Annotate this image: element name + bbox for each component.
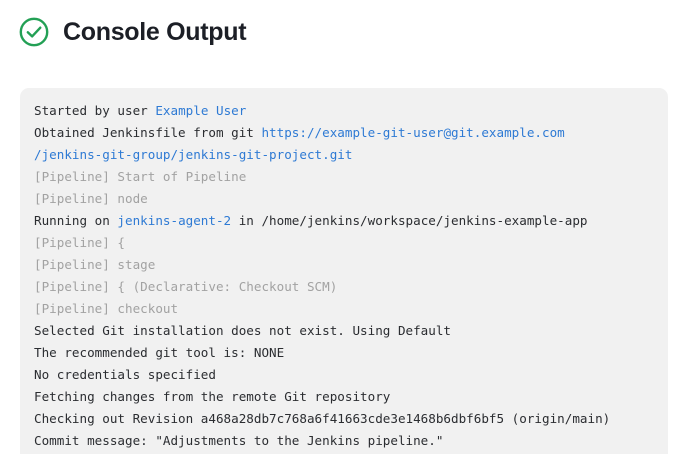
console-link[interactable]: jenkins-agent-2 bbox=[117, 213, 232, 228]
console-text: [Pipeline] stage bbox=[34, 257, 156, 272]
line-pipeline-start: [Pipeline] Start of Pipeline bbox=[34, 166, 654, 188]
line-running-on: Running on jenkins-agent-2 in /home/jenk… bbox=[34, 210, 654, 232]
page-header: Console Output bbox=[0, 0, 686, 48]
console-text: The recommended git tool is: NONE bbox=[34, 345, 285, 360]
console-text: [Pipeline] node bbox=[34, 191, 148, 206]
console-text: Running on bbox=[34, 213, 118, 228]
console-text: No credentials specified bbox=[34, 367, 216, 382]
console-link[interactable]: https://example-git-user@git.example.com bbox=[261, 125, 565, 140]
line-pipeline-stage: [Pipeline] stage bbox=[34, 254, 654, 276]
console-link[interactable]: /jenkins-git-group/jenkins-git-project.g… bbox=[34, 147, 353, 162]
console-text: Obtained Jenkinsfile from git bbox=[34, 125, 262, 140]
console-text: [Pipeline] { bbox=[34, 235, 125, 250]
line-selected-git-installation: Selected Git installation does not exist… bbox=[34, 320, 654, 342]
console-text: [Pipeline] Start of Pipeline bbox=[34, 169, 247, 184]
line-pipeline-declarative-checkout: [Pipeline] { (Declarative: Checkout SCM) bbox=[34, 276, 654, 298]
line-fetching-changes: Fetching changes from the remote Git rep… bbox=[34, 386, 654, 408]
page-title: Console Output bbox=[63, 17, 247, 46]
line-pipeline-node: [Pipeline] node bbox=[34, 188, 654, 210]
console-text: Fetching changes from the remote Git rep… bbox=[34, 389, 391, 404]
line-started-by-user: Started by user Example User bbox=[34, 100, 654, 122]
console-text: [Pipeline] checkout bbox=[34, 301, 179, 316]
console-text: Selected Git installation does not exist… bbox=[34, 323, 452, 338]
line-pipeline-open-brace: [Pipeline] { bbox=[34, 232, 654, 254]
line-obtained-jenkinsfile: Obtained Jenkinsfile from git https://ex… bbox=[34, 122, 654, 144]
console-text: Started by user bbox=[34, 103, 156, 118]
console-link[interactable]: Example User bbox=[155, 103, 247, 118]
check-circle-icon bbox=[19, 17, 49, 46]
line-git-url-continued: /jenkins-git-group/jenkins-git-project.g… bbox=[34, 144, 654, 166]
console-text: [Pipeline] { (Declarative: Checkout SCM) bbox=[34, 279, 338, 294]
console-text: Checking out Revision a468a28db7c768a6f4… bbox=[34, 411, 611, 426]
line-recommended-git-tool: The recommended git tool is: NONE bbox=[34, 342, 654, 364]
console-text: in /home/jenkins/workspace/jenkins-examp… bbox=[231, 213, 588, 228]
line-checking-out-revision: Checking out Revision a468a28db7c768a6f4… bbox=[34, 408, 654, 430]
line-no-credentials: No credentials specified bbox=[34, 364, 654, 386]
console-text: Commit message: "Adjustments to the Jenk… bbox=[34, 433, 444, 448]
line-commit-message: Commit message: "Adjustments to the Jenk… bbox=[34, 430, 654, 452]
line-pipeline-checkout: [Pipeline] checkout bbox=[34, 298, 654, 320]
